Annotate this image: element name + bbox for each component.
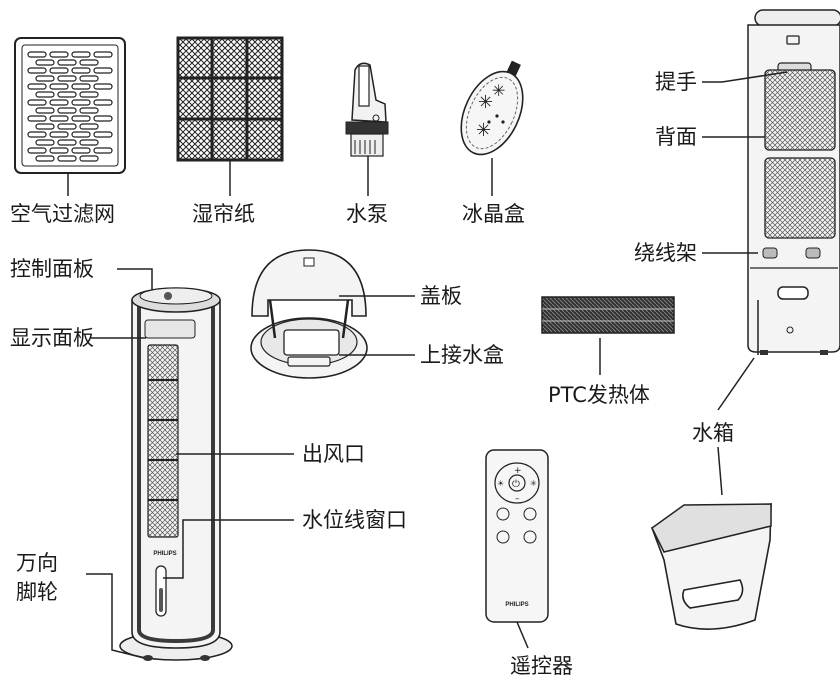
- filter-slot: [71, 51, 91, 58]
- filter-slot: [93, 131, 113, 138]
- rear-view-illustration: [747, 9, 840, 355]
- filter-slot: [93, 83, 113, 90]
- air-filter-illustration: [14, 37, 126, 196]
- filter-slot: [27, 67, 47, 74]
- filter-slot: [35, 139, 55, 146]
- label-ptc-heater: PTC发热体: [548, 383, 650, 407]
- label-upper-water-box: 上接水盒: [420, 343, 504, 367]
- svg-text:✳: ✳: [478, 92, 493, 113]
- svg-text:+: +: [514, 466, 522, 476]
- filter-slot: [71, 131, 91, 138]
- label-cord-holder: 绕线架: [634, 241, 697, 265]
- svg-text:✳: ✳: [476, 120, 491, 141]
- ptc-heater-illustration: [541, 296, 675, 375]
- filter-slot: [49, 147, 69, 154]
- filter-slot: [49, 131, 69, 138]
- filter-slot: [49, 51, 69, 58]
- filter-slot: [27, 51, 47, 58]
- filter-slot: [57, 75, 77, 82]
- filter-slot: [57, 59, 77, 66]
- filter-slot: [49, 99, 69, 106]
- label-water-level-window: 水位线窗口: [302, 508, 407, 532]
- rear-callout-lines: [702, 71, 788, 355]
- label-back: 背面: [655, 125, 697, 149]
- label-water-tank: 水箱: [692, 421, 734, 445]
- filter-slot: [49, 67, 69, 74]
- tower-brand-text: PHILIPS: [153, 551, 176, 557]
- filter-slot: [93, 115, 113, 122]
- filter-slot: [35, 75, 55, 82]
- filter-slot: [57, 91, 77, 98]
- filter-slot: [35, 59, 55, 66]
- label-caster-line2: 脚轮: [16, 580, 58, 604]
- svg-text:☀: ☀: [497, 479, 504, 488]
- label-display-panel: 显示面板: [10, 326, 94, 350]
- tower-front-illustration: PHILIPS: [119, 287, 233, 661]
- svg-text:⏻: ⏻: [512, 479, 520, 490]
- filter-slot: [27, 83, 47, 90]
- filter-slot: [27, 99, 47, 106]
- filter-slot: [71, 83, 91, 90]
- svg-text:–: –: [515, 494, 520, 504]
- cover-and-water-box-illustration: [250, 249, 368, 379]
- svg-text:✳: ✳: [492, 81, 505, 100]
- label-ice-box: 冰晶盒: [462, 202, 525, 226]
- ice-box-illustration: ✳ ✳ ✳: [460, 60, 524, 196]
- filter-slot: [71, 67, 91, 74]
- filter-slot: [35, 107, 55, 114]
- filter-slot: [93, 147, 113, 154]
- water-pump-illustration: [345, 62, 389, 196]
- label-wet-curtain: 湿帘纸: [192, 202, 255, 226]
- filter-slot: [79, 91, 99, 98]
- filter-slot: [71, 147, 91, 154]
- filter-slot: [93, 67, 113, 74]
- filter-slot: [79, 123, 99, 130]
- filter-slot: [35, 123, 55, 130]
- filter-slot: [79, 139, 99, 146]
- filter-slot: [57, 123, 77, 130]
- filter-slot: [79, 75, 99, 82]
- svg-text:✳: ✳: [530, 479, 537, 488]
- label-air-outlet: 出风口: [302, 442, 365, 466]
- remote-control-illustration: ⏻ + – ☀ ✳ PHILIPS: [485, 449, 549, 649]
- filter-slot: [49, 115, 69, 122]
- filter-slot: [27, 115, 47, 122]
- label-control-panel: 控制面板: [10, 257, 94, 281]
- filter-slot: [79, 59, 99, 66]
- remote-brand-text: PHILIPS: [505, 602, 528, 608]
- label-caster-line1: 万向: [16, 551, 58, 575]
- label-air-filter: 空气过滤网: [10, 202, 115, 226]
- filter-slot: [93, 51, 113, 58]
- label-cover: 盖板: [420, 284, 462, 308]
- filter-slot: [71, 99, 91, 106]
- filter-slot: [27, 131, 47, 138]
- filter-slot: [79, 155, 99, 162]
- filter-slot: [35, 155, 55, 162]
- filter-slot: [57, 155, 77, 162]
- label-remote: 遥控器: [510, 654, 573, 678]
- label-water-pump: 水泵: [346, 202, 388, 226]
- label-handle: 提手: [655, 70, 697, 94]
- filter-slot: [71, 115, 91, 122]
- filter-slot: [35, 91, 55, 98]
- filter-slot: [57, 107, 77, 114]
- filter-slot: [93, 99, 113, 106]
- tower-callout-lines: [86, 268, 294, 659]
- filter-slot: [49, 83, 69, 90]
- filter-slot: [57, 139, 77, 146]
- filter-slot: [79, 107, 99, 114]
- filter-slot: [27, 147, 47, 154]
- water-tank-illustration: [650, 357, 772, 630]
- wet-curtain-illustration: [176, 36, 284, 196]
